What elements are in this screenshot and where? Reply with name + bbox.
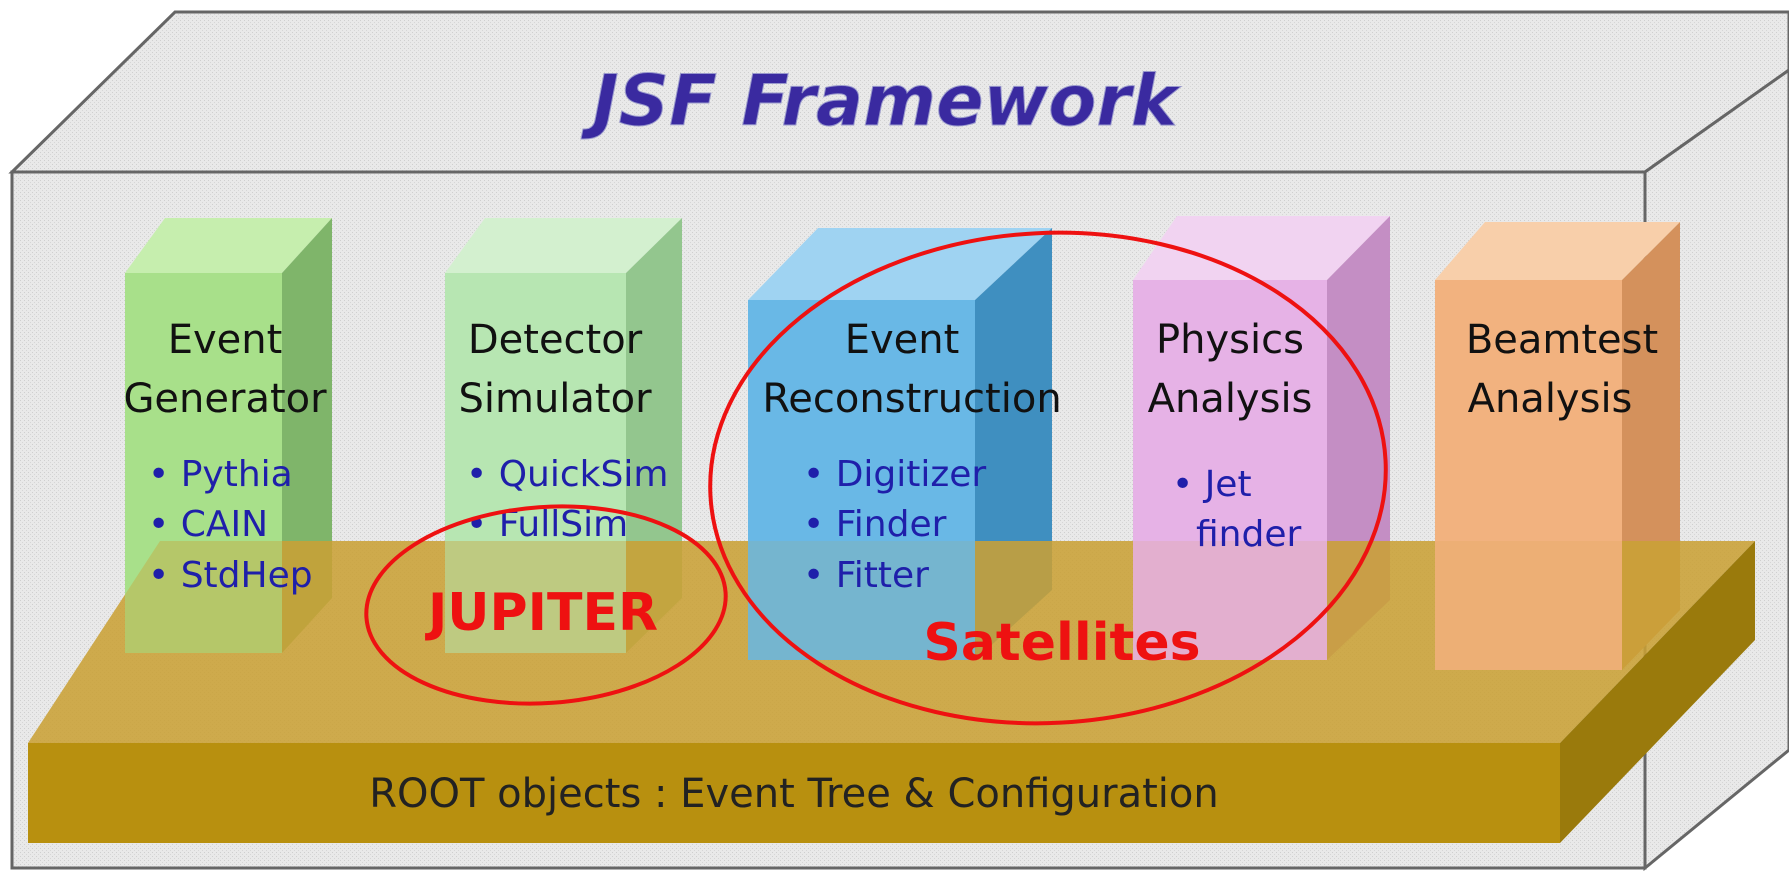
pillar-item: • Jet (1172, 464, 1252, 505)
jupiter-highlight: JUPITER (364, 504, 728, 706)
pillar-item: • Fitter (803, 555, 929, 596)
pillar-top-face (445, 218, 682, 273)
pillar-heading: Event (168, 317, 283, 363)
pillar-top-face (125, 218, 332, 273)
satellites-ellipse (708, 230, 1388, 726)
pillar-item: • Finder (803, 504, 947, 545)
pillar-front-overlay (125, 541, 282, 653)
pillar-labels: Event Generator Detector Simulator Event… (123, 317, 1658, 596)
pillar-top-face (1435, 222, 1680, 280)
satellites-highlight: Satellites (708, 230, 1388, 726)
pillar-heading: Physics (1156, 317, 1304, 363)
pillar-item: • CAIN (148, 504, 268, 545)
pillar-item: • QuickSim (466, 454, 668, 495)
pillar-heading: Event (845, 317, 960, 363)
platform-label: ROOT objects : Event Tree & Configuratio… (369, 771, 1218, 817)
pillar-front-overlay (1435, 541, 1622, 670)
platform-side-face (1560, 541, 1755, 843)
pillar-heading: Reconstruction (762, 376, 1061, 422)
pillar-item: finder (1196, 514, 1301, 555)
pillar-item: • Pythia (148, 454, 293, 495)
jupiter-ellipse (364, 504, 728, 706)
platform-front-face (28, 743, 1560, 843)
pillar-heading: Simulator (458, 376, 652, 422)
pillar-top-face (748, 228, 1052, 300)
pillar-item: • Digitizer (803, 454, 986, 495)
pillar-heading: Analysis (1148, 376, 1313, 422)
pillar-heading: Beamtest (1466, 317, 1658, 363)
pillar-item: • StdHep (148, 555, 313, 596)
framework-title: JSF Framework (581, 60, 1182, 142)
pillar-heading: Generator (123, 376, 327, 422)
jupiter-label: JUPITER (425, 583, 658, 643)
pillar-heading: Analysis (1468, 376, 1633, 422)
satellites-label: Satellites (923, 613, 1200, 673)
pillar-heading: Detector (468, 317, 643, 363)
pillar-top-face (1133, 216, 1390, 280)
pillar-front-overlay (445, 541, 626, 653)
